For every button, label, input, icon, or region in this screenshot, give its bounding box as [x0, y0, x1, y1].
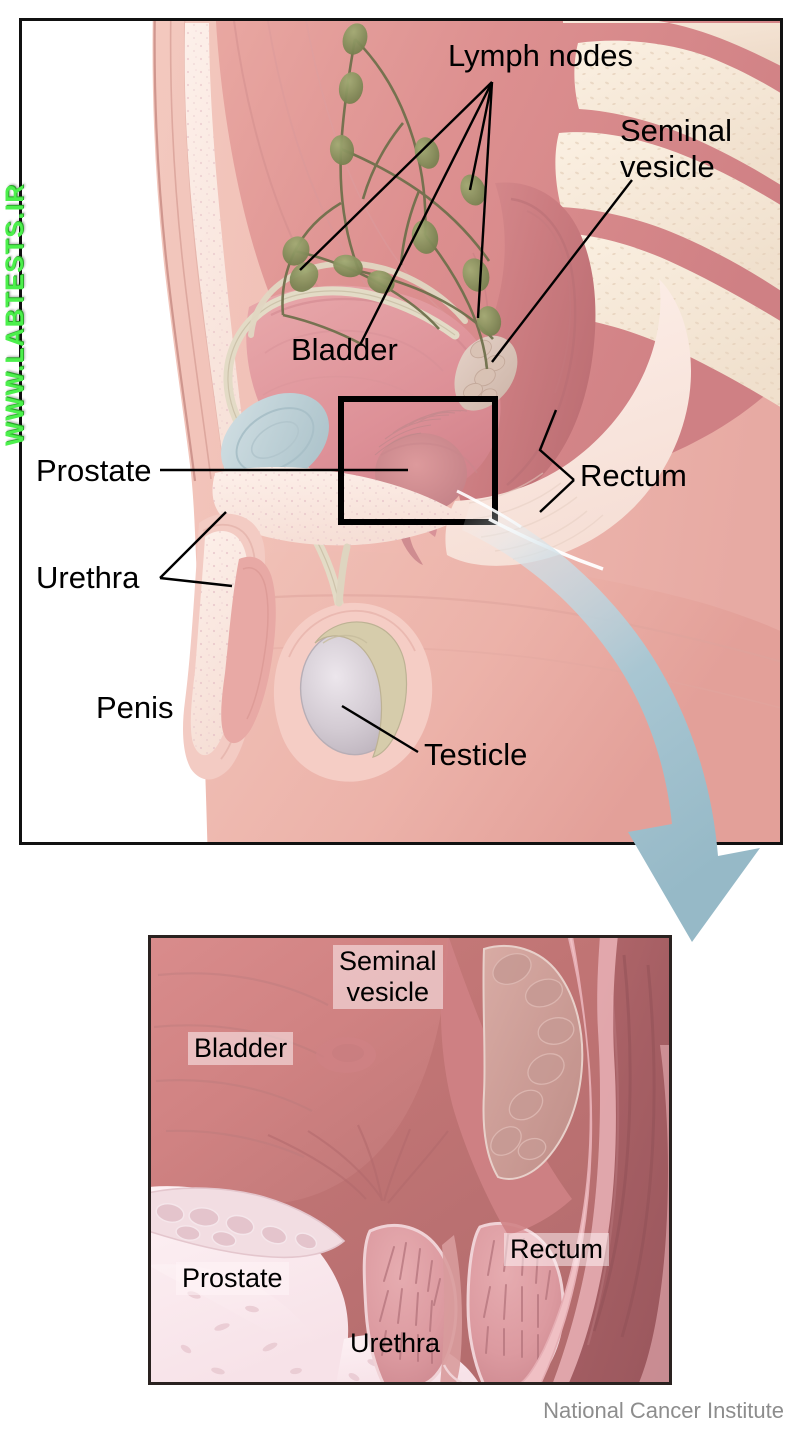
label-seminal-vesicle: Seminal vesicle: [620, 113, 732, 184]
inset-label-prostate: Prostate: [176, 1262, 289, 1295]
label-penis: Penis: [96, 690, 174, 725]
label-lymph-nodes: Lymph nodes: [448, 38, 633, 73]
inset-label-urethra: Urethra: [350, 1328, 441, 1358]
label-urethra: Urethra: [36, 560, 140, 595]
inset-label-seminal-vesicle: Seminal vesicle: [333, 945, 443, 1009]
label-rectum: Rectum: [580, 458, 687, 493]
source-credit: National Cancer Institute: [543, 1398, 784, 1423]
label-bladder: Bladder: [291, 332, 398, 367]
inset-label-rectum: Rectum: [504, 1233, 610, 1266]
label-testicle: Testicle: [424, 737, 528, 772]
inset-label-bladder: Bladder: [188, 1032, 294, 1065]
label-prostate: Prostate: [36, 453, 152, 488]
